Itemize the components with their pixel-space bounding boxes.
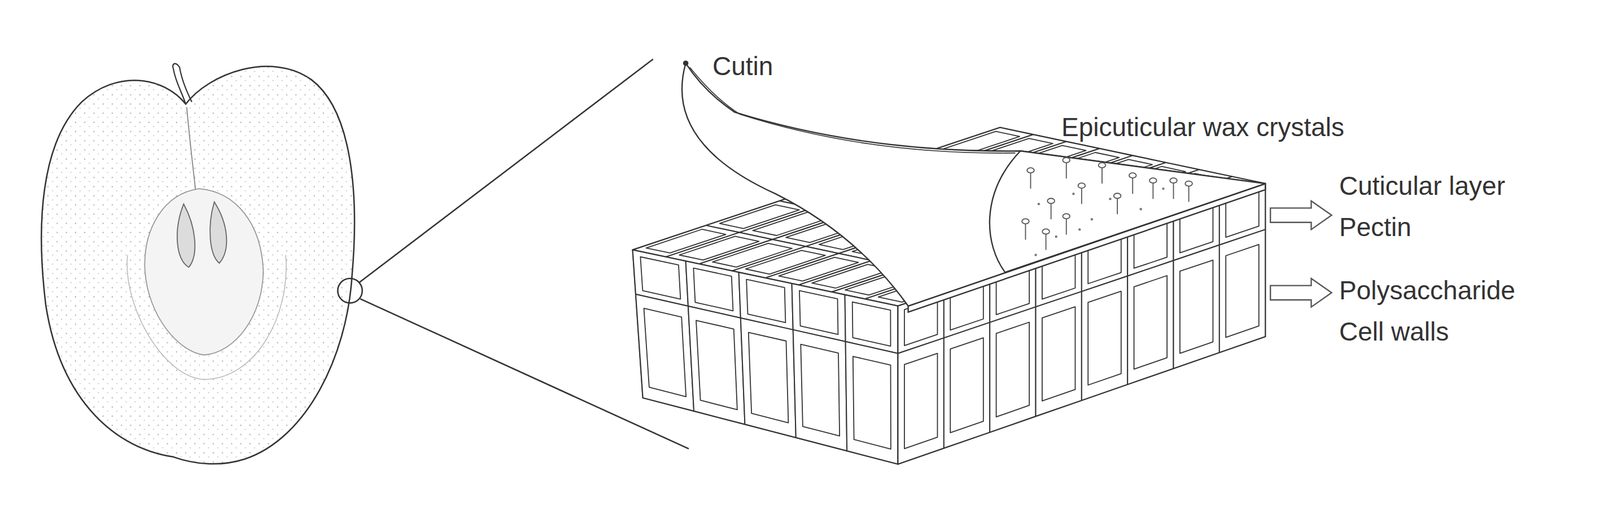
cell-wall — [1042, 306, 1076, 401]
cell-wall — [1134, 275, 1168, 370]
cell-wall — [1035, 291, 1082, 417]
cell-wall — [1225, 244, 1259, 338]
cell-wall — [1219, 229, 1266, 353]
part-label: Cuticular layer — [1339, 170, 1506, 202]
part-label: Cutin — [712, 50, 773, 82]
cell-wall — [696, 320, 738, 410]
part-label: Polysaccharide — [1339, 274, 1516, 306]
cell-wall — [989, 306, 1036, 432]
cell-wall — [1081, 276, 1128, 401]
cell-wall — [643, 308, 686, 397]
part-label: Epicuticular wax crystals — [1061, 111, 1345, 143]
cell-wall — [1173, 245, 1220, 369]
pointer-arrows — [1270, 200, 1332, 308]
cell-wall — [640, 256, 681, 300]
cell-wall — [996, 322, 1030, 418]
cell-wall — [740, 317, 797, 438]
cuticle-sheet — [682, 60, 1266, 312]
cell-wall — [1087, 291, 1122, 386]
cell-wall — [693, 268, 733, 312]
cell-wall — [898, 337, 944, 464]
cell-wall — [635, 294, 694, 412]
cell-wall — [853, 356, 891, 449]
apple-half — [41, 63, 355, 465]
cell-wall — [904, 353, 938, 449]
cell-wall — [852, 302, 891, 347]
cell-wall — [748, 332, 789, 423]
cell-wall — [746, 279, 786, 323]
cell-wall — [943, 322, 990, 449]
cell-wall — [1179, 260, 1214, 354]
zoom-lines — [337, 59, 689, 449]
cell-wall — [793, 329, 847, 451]
cell-wall — [800, 344, 840, 436]
cell-wall — [799, 290, 839, 335]
cell-wall — [845, 341, 899, 465]
part-label: Cell walls — [1339, 316, 1449, 348]
wax-crystals — [1021, 157, 1193, 257]
cell-wall — [632, 249, 899, 464]
cell-wall — [1127, 260, 1174, 384]
cell-wall — [688, 305, 745, 424]
part-label: Pectin — [1339, 211, 1412, 243]
cell-wall — [950, 337, 984, 433]
